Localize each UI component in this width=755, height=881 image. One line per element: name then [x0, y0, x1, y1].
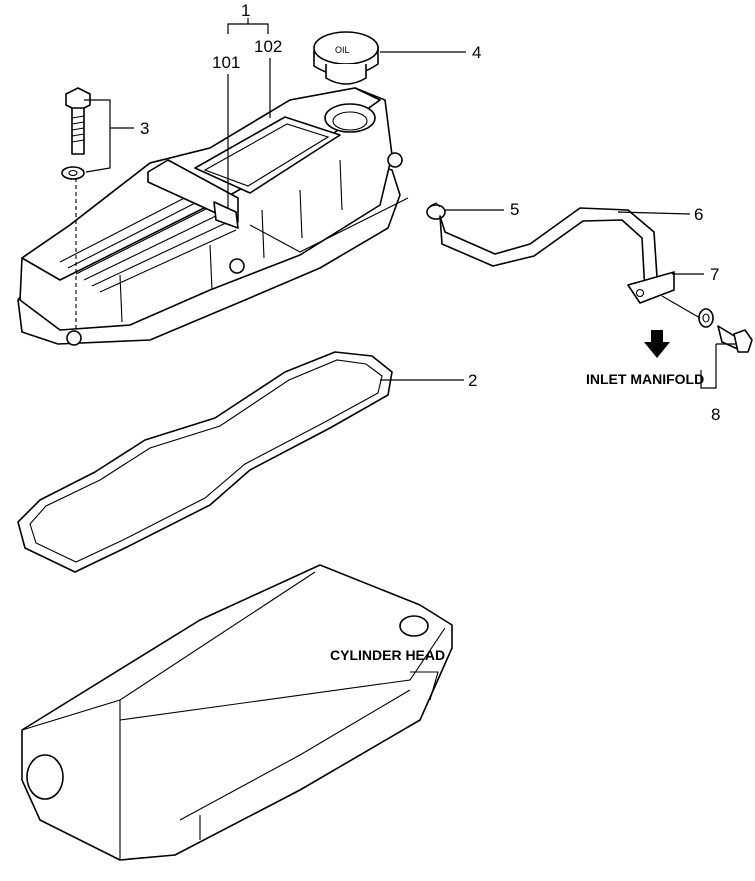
cylinder-head	[21, 564, 453, 861]
clip-bolt	[661, 295, 753, 353]
breather-tube	[439, 207, 659, 296]
callout-8: 8	[711, 405, 720, 424]
oil-cap-label: OIL	[335, 45, 350, 55]
callout-5: 5	[510, 200, 519, 219]
callout-6: 6	[694, 205, 703, 224]
gasket	[17, 351, 393, 573]
callout-1: 1	[241, 1, 250, 20]
callout-3: 3	[140, 119, 149, 138]
cover-bolt	[61, 87, 91, 330]
leader-lines	[84, 18, 736, 389]
inlet-manifold-caption: INLET MANIFOLD	[586, 371, 704, 387]
callout-numbers: 1 101 102 2 3 4 5 6 7 8	[140, 1, 720, 424]
hose-clamp	[426, 202, 446, 220]
callout-7: 7	[710, 265, 719, 284]
callout-101: 101	[212, 53, 240, 72]
valve-cover	[17, 87, 409, 346]
inlet-manifold-arrow-icon	[644, 330, 670, 358]
callout-102: 102	[254, 37, 282, 56]
cylinder-head-caption: CYLINDER HEAD	[330, 647, 445, 663]
tube-clip	[627, 271, 675, 304]
callout-4: 4	[472, 43, 481, 62]
oil-filler-cap: OIL	[313, 31, 379, 85]
callout-2: 2	[468, 371, 477, 390]
